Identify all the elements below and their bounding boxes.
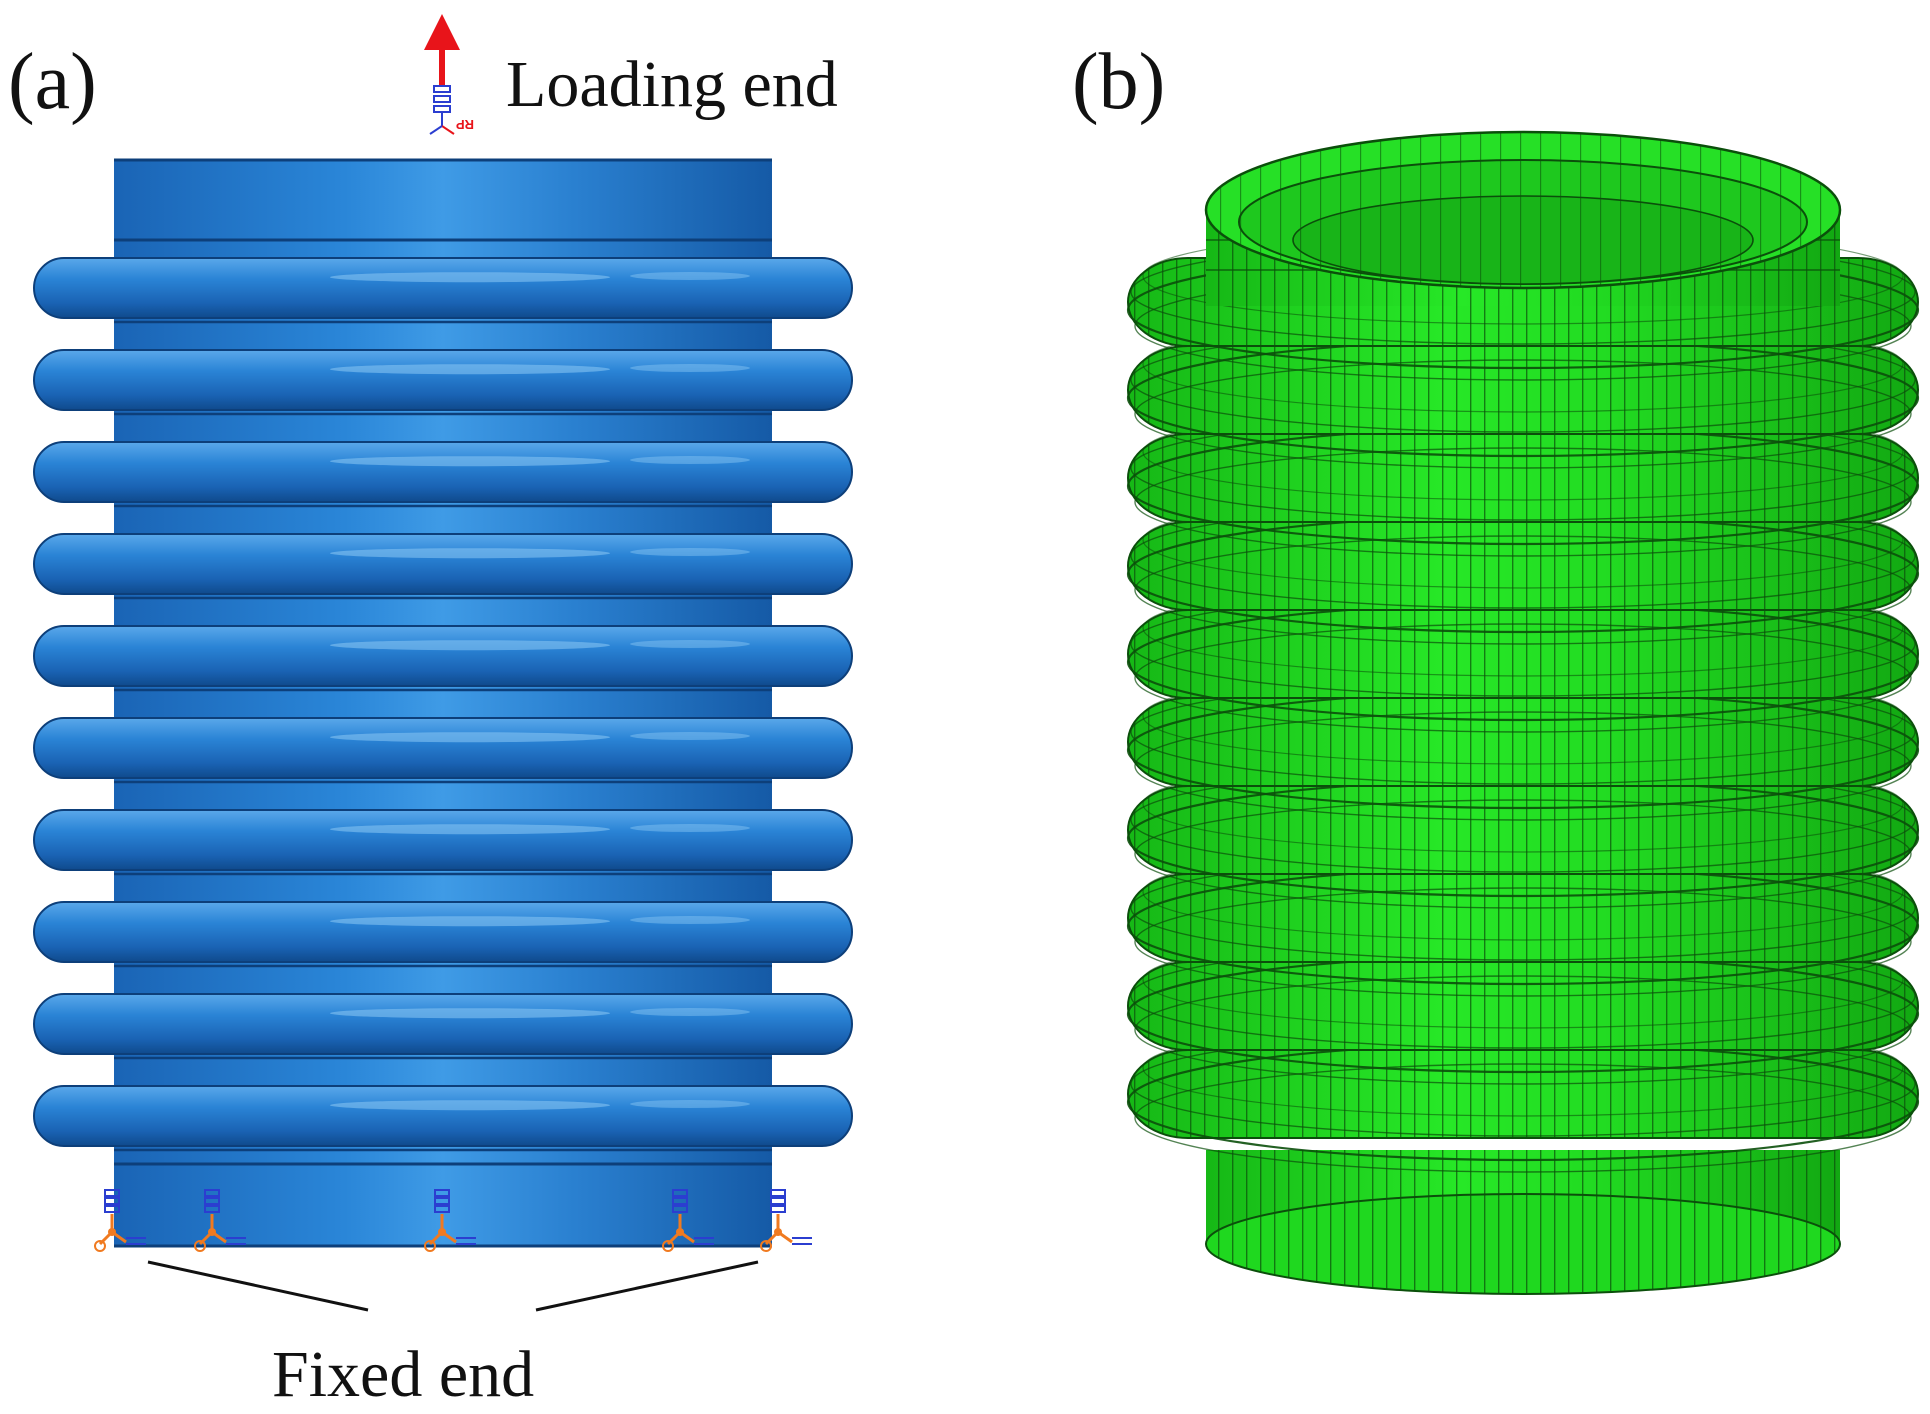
fixed-support-icon [94, 1189, 146, 1252]
convolution-ring [33, 717, 853, 784]
mesh-convolution [1126, 1019, 1920, 1173]
leader-line-left [147, 1260, 369, 1312]
fixed-end-label: Fixed end [272, 1338, 534, 1411]
convolution-ring [33, 809, 853, 876]
fixed-supports [94, 1189, 812, 1252]
mesh-convolution [1126, 755, 1920, 909]
mesh-convolution [1126, 315, 1920, 469]
convolution-ring [33, 349, 853, 416]
leader-line-right [535, 1260, 759, 1312]
mesh-bottom-collar [1205, 1150, 1841, 1295]
fixed-support-icon [194, 1189, 246, 1252]
load-application: RP Loading end [424, 14, 838, 135]
mesh-convolution [1126, 667, 1920, 821]
mesh-convolution [1126, 843, 1920, 997]
panel-b-label: (b) [1072, 38, 1165, 126]
mesh-convolution [1126, 931, 1920, 1085]
mesh-convolutions [1126, 227, 1920, 1173]
fixed-support-icon [760, 1189, 812, 1252]
convolution-ring [33, 901, 853, 968]
convolution-ring [33, 257, 853, 324]
reference-point-icon: RP [429, 85, 474, 135]
convolution-ring [33, 625, 853, 692]
mesh-top-collar [1204, 130, 1842, 306]
mesh-convolution [1126, 579, 1920, 733]
bellows-convolutions [33, 257, 853, 1152]
mesh-convolution [1126, 403, 1920, 557]
bellows-inner-cylinder [114, 160, 772, 1246]
panel-a-label: (a) [8, 38, 97, 126]
convolution-ring [33, 1085, 853, 1152]
fixed-support-icon [424, 1189, 476, 1252]
convolution-ring [33, 441, 853, 508]
mesh-convolution [1126, 491, 1920, 645]
rp-label: RP [456, 117, 474, 132]
fixed-end-annotation: Fixed end [147, 1260, 759, 1411]
loading-end-label: Loading end [506, 48, 838, 121]
arrow-up-icon [424, 14, 460, 50]
bellows-geometry [33, 158, 853, 1248]
bellows-mesh [1126, 130, 1920, 1295]
convolution-ring [33, 533, 853, 600]
fixed-support-icon [662, 1189, 714, 1252]
convolution-ring [33, 993, 853, 1060]
